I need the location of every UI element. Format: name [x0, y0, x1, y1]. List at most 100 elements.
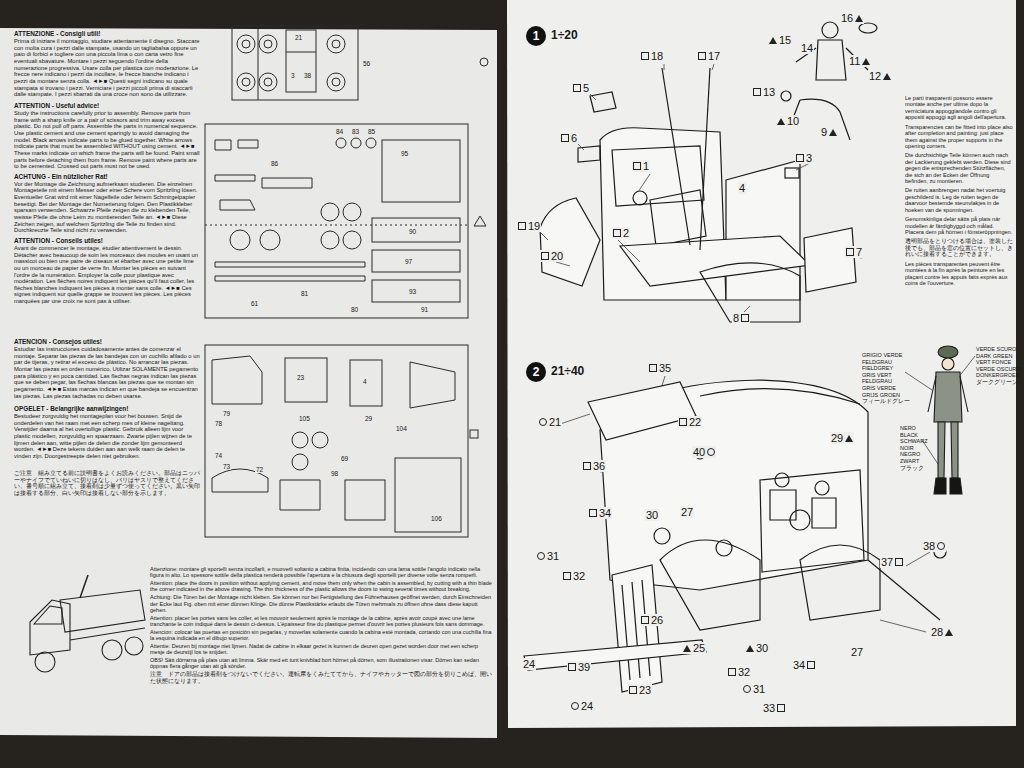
soldier-figure [928, 346, 968, 494]
part-number: 4 [362, 378, 368, 385]
color-name: NOIR [900, 445, 914, 451]
frame-mark [796, 154, 804, 162]
step-number-circle: 2 [526, 362, 546, 382]
part-number: 90 [408, 228, 417, 235]
callout: 17 [697, 50, 721, 62]
step-range: 1÷20 [551, 29, 578, 43]
callout: 19 [517, 220, 541, 232]
color-name: DARK GREEN [976, 353, 1012, 359]
callout: 30 [745, 642, 769, 654]
part-number: 81 [300, 290, 309, 297]
callout: 18 [640, 50, 664, 62]
frame-mark [629, 686, 637, 694]
step2-drawing [524, 380, 946, 692]
frame-mark [707, 448, 715, 456]
frame-mark [518, 222, 526, 230]
color-name: ZWART [900, 458, 919, 464]
advice-text: Vor der Montage die Zeichnung aufmerksam… [14, 181, 200, 234]
part-number: 91 [420, 306, 429, 313]
part-number: 84 [335, 128, 344, 135]
section-heading: ATTENTION - Conseils utiles! [14, 237, 200, 244]
door-note: Attenzione: montare gli sportelli senza … [150, 566, 493, 579]
door-note: Attention: place the doors in position w… [150, 580, 493, 593]
frame-mark [573, 84, 581, 92]
callout: 5 [572, 82, 590, 94]
part-number: 106 [430, 515, 443, 522]
callout-number: 23 [639, 684, 651, 696]
callout-number: 9 [821, 126, 827, 138]
frame-mark [777, 704, 785, 712]
color-name: ダークグリーン [976, 379, 1018, 385]
frame-mark [541, 252, 549, 260]
transparency-note: Transparencies can be fitted into place … [905, 124, 1013, 150]
frame-mark [862, 58, 870, 65]
section-heading: ACHTUNG - Ein nützlicher Rat! [14, 173, 200, 180]
callout: 27 [680, 506, 694, 518]
callout-number: 32 [738, 666, 750, 678]
callout-number: 5 [583, 82, 589, 94]
callout: 12 [868, 70, 892, 82]
advice-text: Bestudeer zorgvuldig het montageplan voo… [14, 413, 200, 460]
door-note: Attention: placer les portes sans les co… [150, 615, 493, 628]
frame-mark [641, 616, 649, 624]
leader-lines [540, 64, 975, 632]
callout-number: 19 [528, 220, 540, 232]
frame-mark [769, 37, 777, 44]
callout-number: 18 [651, 50, 663, 62]
part-number: 105 [298, 415, 311, 422]
callout: 3 [795, 152, 813, 164]
callout-number: 24 [581, 700, 593, 712]
callout: 39 [567, 661, 591, 673]
callout: 7 [845, 246, 863, 258]
callout: 9 [820, 126, 838, 138]
callout-number: 21 [549, 416, 561, 428]
part-number: 21 [294, 34, 303, 41]
transparency-note: Die durchsichtige Teile können auch nach… [905, 152, 1013, 184]
advice-text: ご注意 組み立てる前に説明書をよくお読みください。部品はニッパーやナイフでていね… [14, 470, 200, 497]
frame-mark [698, 52, 706, 60]
part-number: 69 [340, 455, 349, 462]
frame-mark [937, 542, 945, 550]
color-name: ブラック [900, 465, 924, 471]
callout-number: 36 [593, 460, 605, 472]
color-name: DONKERGROEN [976, 372, 1020, 378]
color-name: SCHWARZ [900, 438, 928, 444]
frame-mark [563, 572, 571, 580]
callout-number: 10 [787, 115, 799, 127]
callout: 2 [612, 227, 630, 239]
part-number: 83 [351, 128, 360, 135]
advice-text: Avant de commencer le montage, étudier a… [14, 245, 200, 305]
callout: 8 [732, 312, 750, 324]
callout: 29 [830, 432, 854, 444]
part-number: 61 [250, 300, 259, 307]
callout: 34 [792, 659, 816, 671]
frame-mark [613, 229, 621, 237]
frame-mark [561, 134, 569, 142]
frame-mark [741, 314, 749, 322]
color-name: NEGRO [900, 451, 920, 457]
frame-mark [641, 52, 649, 60]
color-name: フィールドグレー [862, 398, 910, 404]
callout-number: 34 [599, 507, 611, 519]
part-number: 95 [400, 150, 409, 157]
advice-text: Study the instructions carefully prior t… [14, 110, 200, 170]
frame-mark [683, 645, 691, 652]
callout-number: 12 [869, 70, 881, 82]
door-note: 注意 ドアの部品は接着剤をつけないでください。運転席をくみたててから、ナイフやカ… [150, 671, 493, 684]
callout: 27 [850, 646, 864, 658]
part-number: 79 [222, 410, 231, 417]
callout: 6 [560, 132, 578, 144]
frame-mark [679, 418, 687, 426]
callout: 21 [538, 416, 562, 428]
door-note: Atencion: colocar las puertas en posició… [150, 629, 493, 642]
callout: 24 [570, 700, 594, 712]
door-note: Attentie: Deuren bij montage niet lijmen… [150, 643, 493, 656]
part-number: 98 [330, 470, 339, 477]
color-name: BLACK [900, 432, 918, 438]
callout-number: 30 [646, 509, 658, 521]
callout-number: 40 [693, 446, 705, 458]
callout: 36 [582, 460, 606, 472]
callout-number: 20 [551, 250, 563, 262]
callout-number: 25 [693, 642, 705, 654]
